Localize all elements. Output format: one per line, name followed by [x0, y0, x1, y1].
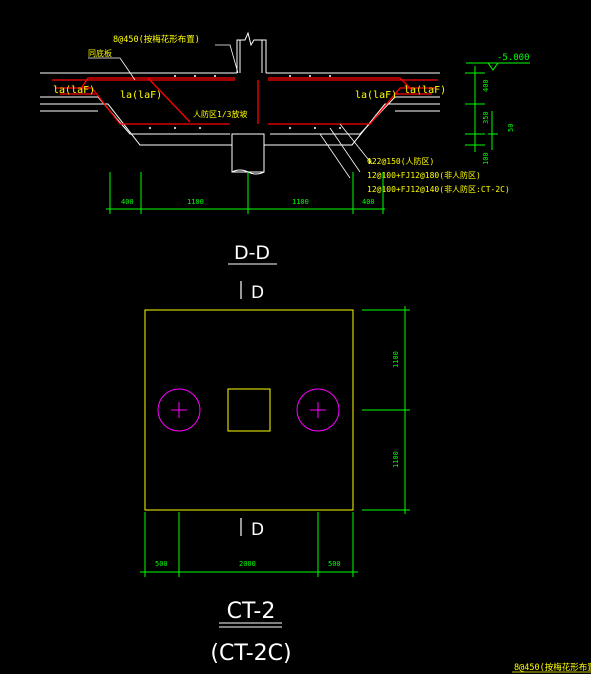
- anchor-label-right-outer: la(laF): [404, 85, 446, 96]
- rebar-note-3: 12@100+FJ12@140(非人防区:CT-2C): [367, 184, 510, 194]
- rebar-dots: [149, 75, 341, 129]
- leader-lines: [88, 44, 373, 179]
- slope-note: 人防区1/3放坡: [193, 109, 247, 119]
- rebar-note-2: 12@100+FJ12@180(非人防区): [367, 170, 481, 180]
- plan-bottom-dim-3: 500: [328, 560, 341, 568]
- anchor-label-left-outer: la(laF): [53, 85, 95, 96]
- column-outline: [227, 388, 271, 432]
- plan-view: D D 1100 1100: [140, 281, 410, 666]
- dim-100: 100: [482, 152, 490, 165]
- dim-400: 400: [482, 79, 490, 92]
- plan-bottom-dim-1: 500: [155, 560, 168, 568]
- rebar-lines: [52, 77, 438, 125]
- pile-right: [296, 388, 340, 432]
- section-title: D-D: [234, 242, 270, 264]
- plan-bottom-dim-2: 2000: [239, 560, 256, 568]
- rebar-note-1: Φ22@150(人防区): [367, 156, 434, 166]
- rebar-top-note: 8@450(按梅花形布置): [113, 34, 200, 45]
- bottom-dim-2: 1100: [187, 198, 204, 206]
- plan-subtitle: (CT-2C): [210, 641, 291, 666]
- plan-right-dimensions: [362, 306, 410, 514]
- footer-note: 8@450(按梅花形布置): [514, 662, 591, 673]
- bottom-dim-3: 1100: [292, 198, 309, 206]
- bottom-dimensions: [106, 172, 385, 214]
- anchor-label-right-inner: la(laF): [355, 90, 397, 101]
- section-view: 8@450(按梅花形布置) 同底板 la(laF) la(laF) 人防区1/3…: [40, 31, 530, 265]
- elevation-marker: -5.000: [466, 53, 530, 71]
- plan-right-dim-2: 1100: [392, 451, 400, 468]
- bottom-dim-1: 400: [121, 198, 134, 206]
- pile-cap-outline: [144, 309, 354, 511]
- plan-bottom-dimensions: [140, 512, 358, 577]
- waterproof-note: 同底板: [88, 48, 112, 58]
- bottom-dim-4: 400: [362, 198, 375, 206]
- dim-350: 350: [482, 111, 490, 124]
- elevation-label: -5.000: [497, 53, 530, 63]
- anchor-label-left-inner: la(laF): [120, 90, 162, 101]
- column-top: [236, 31, 267, 73]
- plan-title: CT-2: [227, 599, 276, 624]
- section-mark-top: D: [251, 283, 264, 303]
- pile-section: [231, 133, 265, 175]
- section-mark-bottom: D: [251, 520, 264, 540]
- pile-left: [157, 388, 201, 432]
- plan-right-dim-1: 1100: [392, 351, 400, 368]
- dim-50: 50: [507, 124, 515, 132]
- vertical-dimensions: [465, 66, 498, 152]
